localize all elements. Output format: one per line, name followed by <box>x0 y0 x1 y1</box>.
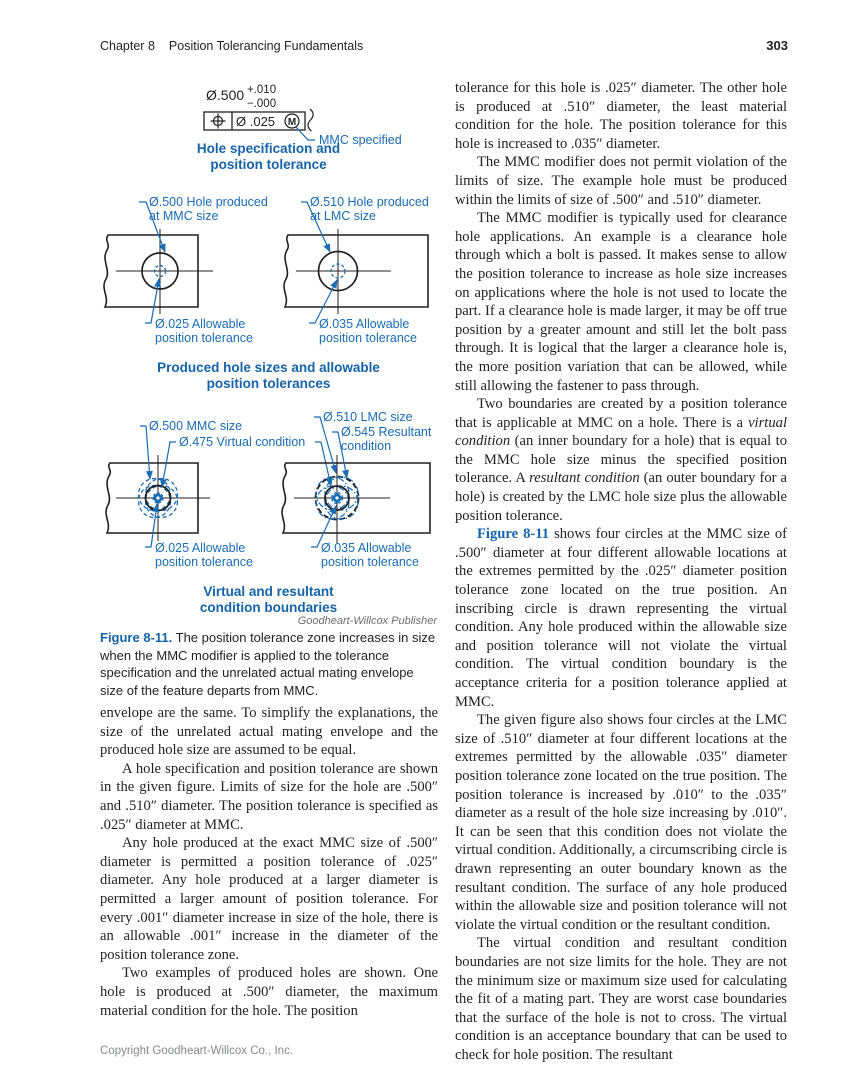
copyright-text: Copyright Goodheart-Willcox Co., Inc. <box>100 1045 294 1057</box>
paragraph: The given figure also shows four circles… <box>455 712 787 933</box>
mmc-extreme-circle <box>144 484 179 519</box>
figure-caption-text: The position tolerance zone increases in… <box>100 630 436 698</box>
resultant-condition-label: Ø.545 Resultant <box>341 425 432 439</box>
diagram-caption-spec: Hole specification and position toleranc… <box>196 141 341 172</box>
italic-term: resultant condition <box>529 470 640 487</box>
boundaries-diagram: Ø.500 MMC size Ø.475 Virtual condition Ø… <box>105 410 432 569</box>
leader-line <box>145 503 160 548</box>
feature-control-frame: Ø .025 M <box>203 108 314 132</box>
svg-text:at MMC size: at MMC size <box>149 209 219 223</box>
resultant-condition-circle <box>314 475 360 521</box>
figure-caption-label: Figure 8-11. <box>100 630 173 645</box>
position-tolerance-value: Ø .025 <box>236 114 275 129</box>
running-header: Chapter 8 Position Tolerancing Fundamenta… <box>100 39 363 53</box>
paragraph: The MMC modifier does not permit violati… <box>455 154 787 208</box>
mmc-extreme-circle <box>144 477 179 512</box>
right-column: tolerance for this hole is .025″ diamete… <box>455 79 787 1064</box>
paragraph: The virtual condition and resultant cond… <box>455 935 787 1063</box>
leader-line <box>314 416 338 474</box>
mmc-hole-plate <box>103 229 213 314</box>
left-column: envelope are the same. To simplify the e… <box>100 704 438 1020</box>
svg-text:position tolerance: position tolerance <box>155 331 253 345</box>
svg-text:position tolerance: position tolerance <box>321 555 419 569</box>
fcf-diagram: Ø.500 +.010 −.000 Ø .025 M MMC specified <box>203 84 402 147</box>
tolerance-label: Ø.035 Allowable <box>321 541 411 555</box>
minus-tolerance: −.000 <box>247 98 276 110</box>
position-symbol-icon <box>210 113 226 129</box>
lmc-size-label: Ø.510 LMC size <box>323 410 413 424</box>
paragraph: Two examples of produced holes are shown… <box>100 965 438 1019</box>
lmc-hole-plate <box>283 229 429 314</box>
paragraph: A hole specification and position tolera… <box>100 760 438 833</box>
leader-line <box>309 279 338 324</box>
page-number: 303 <box>766 38 788 53</box>
svg-text:position tolerance: position tolerance <box>319 331 417 345</box>
produced-holes-diagram: Ø.500 Hole produced at MMC size Ø.025 Al… <box>103 195 429 345</box>
paragraph: tolerance for this hole is .025″ diamete… <box>455 80 787 152</box>
resultant-condition-plate <box>281 455 431 543</box>
leader-line <box>145 278 162 324</box>
hole-size-dimension: Ø.500 <box>206 87 244 103</box>
plus-tolerance: +.010 <box>247 84 276 96</box>
tolerance-label: Ø.025 Allowable <box>155 541 245 555</box>
leader-line <box>140 425 153 480</box>
svg-text:at LMC size: at LMC size <box>310 209 376 223</box>
tolerance-zone-circle <box>153 264 167 278</box>
mmc-modifier-icon: M <box>284 113 300 129</box>
virtual-condition-plate <box>105 455 210 541</box>
leader-line <box>301 201 331 253</box>
lmc-extreme-circle <box>324 485 359 520</box>
leader-line <box>315 441 333 487</box>
paragraph: Two boundaries are created by a position… <box>455 396 787 524</box>
chapter-label: Chapter 8 <box>100 39 155 53</box>
mmc-note-label: MMC specified <box>319 133 402 147</box>
tolerance-zone-circle <box>330 263 346 279</box>
tolerance-label: Ø.035 Allowable <box>319 317 409 331</box>
paragraph: envelope are the same. To simplify the e… <box>100 705 438 759</box>
diagram-caption-boundaries: Virtual and resultant condition boundari… <box>199 584 338 615</box>
hole-label: Ø.500 Hole produced <box>149 195 268 209</box>
virtual-condition-circle <box>324 485 350 511</box>
lmc-extreme-circle <box>324 476 359 511</box>
leader-line <box>311 505 337 548</box>
lmc-extreme-circle <box>315 476 350 511</box>
figure-caption: Figure 8-11. The position tolerance zone… <box>100 629 440 699</box>
mmc-size-label: Ø.500 MMC size <box>149 419 242 433</box>
italic-term: virtual condition <box>455 414 787 450</box>
mmc-leader-line <box>295 126 315 141</box>
hole-label: Ø.510 Hole produced <box>310 195 429 209</box>
leader-line <box>139 201 166 253</box>
paragraph: The MMC modifier is typically used for c… <box>455 210 787 394</box>
virtual-condition-label: Ø.475 Virtual condition <box>179 435 305 449</box>
hole-circle <box>317 250 359 292</box>
paragraph: Any hole produced at the exact MMC size … <box>100 835 438 963</box>
chapter-title: Position Tolerancing Fundamentals <box>168 39 364 53</box>
svg-text:M: M <box>288 117 296 128</box>
svg-text:condition: condition <box>341 439 391 453</box>
publisher-credit: Goodheart-Willcox Publisher <box>297 615 437 627</box>
paragraph: Figure 8-11 shows four circles at the MM… <box>455 526 787 710</box>
tolerance-label: Ø.025 Allowable <box>155 317 245 331</box>
diagram-caption-produced: Produced hole sizes and allowable positi… <box>157 360 380 391</box>
figure-reference: Figure 8-11 <box>477 526 550 543</box>
leader-line <box>159 441 176 488</box>
leader-line <box>332 431 349 479</box>
svg-text:position tolerance: position tolerance <box>155 555 253 569</box>
break-line <box>307 108 314 132</box>
hole-circle <box>141 252 179 290</box>
